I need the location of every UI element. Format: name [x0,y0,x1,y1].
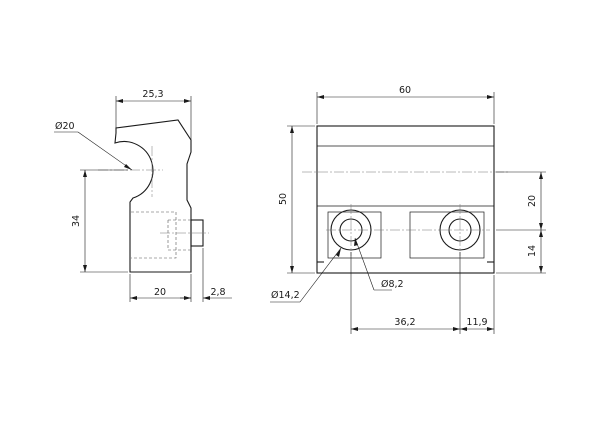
dim-counterbore-diameter: Ø14,2 [270,247,342,303]
side-view [98,119,209,273]
side-view-hidden-bore [131,211,177,259]
front-upper-offset-label: 20 [527,195,538,207]
dim-front-width: 60 [316,85,495,124]
front-width-label: 60 [399,85,411,96]
dim-side-width: 25,3 [115,89,192,140]
side-view-pin [190,219,204,247]
side-view-hidden-pin [167,219,193,251]
dim-bore-diameter: Ø20 [54,121,133,171]
dim-front-bottom: 36,2 11,9 [350,252,495,334]
counterbore-diameter-label: Ø14,2 [271,290,300,301]
dim-front-height: 50 [278,125,315,274]
front-view [302,125,510,274]
side-width-label: 25,3 [142,89,163,100]
hole-spacing-label: 36,2 [394,317,415,328]
dim-front-right-offsets: 20 14 [496,171,546,274]
side-pin-length-label: 2,8 [210,287,225,298]
front-view-outline [316,125,495,274]
front-height-label: 50 [278,193,289,205]
dim-side-pin-length: 2,8 [180,248,232,302]
side-height-label: 34 [71,215,82,227]
side-base-width-label: 20 [154,287,166,298]
front-lower-offset-label: 14 [527,245,538,257]
hole-edge-offset-label: 11,9 [466,317,487,328]
right-pocket [409,211,485,259]
side-view-outline [114,119,192,273]
dim-side-height: 34 [71,169,128,273]
bore-diameter-label: Ø20 [55,121,75,132]
hole-diameter-label: Ø8,2 [381,279,404,290]
left-pocket [327,211,382,259]
dim-hole-diameter: Ø8,2 [354,237,404,291]
